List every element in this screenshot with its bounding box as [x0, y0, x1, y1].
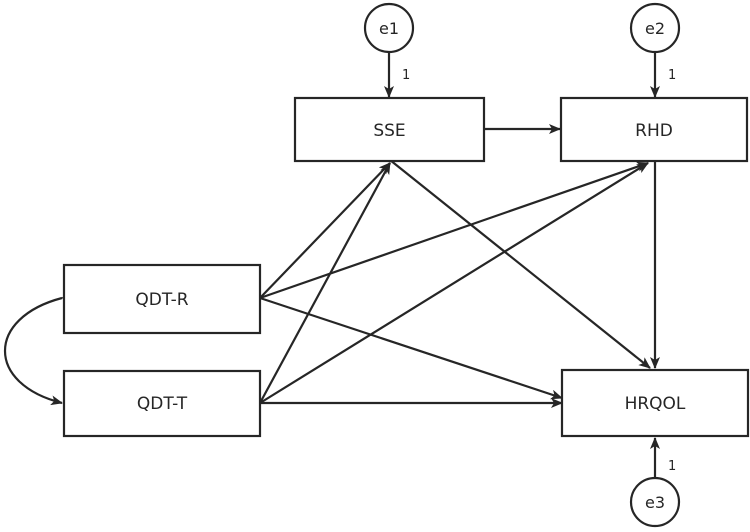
path-qdtr-to-rhd [259, 161, 649, 300]
path-qdtt-to-sse [259, 162, 391, 404]
node-qdt-t-label: QDT-T [137, 394, 188, 414]
node-qdt-t: QDT-T [62, 369, 262, 438]
weight-e2: 1 [668, 68, 676, 83]
regression-paths [259, 124, 660, 408]
error-e1: e1 [363, 2, 415, 54]
covariance-qdtr-qdtt [4, 290, 74, 406]
error-paths [384, 52, 660, 478]
node-hrqol: HRQOL [560, 368, 750, 438]
weight-e1: 1 [402, 68, 410, 83]
node-hrqol-label: HRQOL [625, 394, 686, 414]
path-qdtr-to-sse [259, 162, 391, 299]
node-sse: SSE [293, 96, 486, 163]
error-e1-label: e1 [379, 19, 399, 38]
path-sse-to-hrqol [389, 159, 651, 369]
weight-e3: 1 [668, 459, 676, 474]
node-qdt-r: QDT-R [62, 263, 262, 335]
node-rhd: RHD [559, 96, 749, 163]
error-e2-label: e2 [645, 19, 665, 38]
error-e3-label: e3 [645, 493, 665, 512]
path-qdtt-to-rhd [259, 162, 649, 404]
node-qdt-r-label: QDT-R [135, 290, 188, 310]
error-e2: e2 [629, 2, 681, 54]
path-qdtr-to-hrqol [259, 296, 563, 400]
error-e3: e3 [629, 476, 681, 528]
node-rhd-label: RHD [635, 121, 673, 141]
node-sse-label: SSE [373, 121, 405, 141]
